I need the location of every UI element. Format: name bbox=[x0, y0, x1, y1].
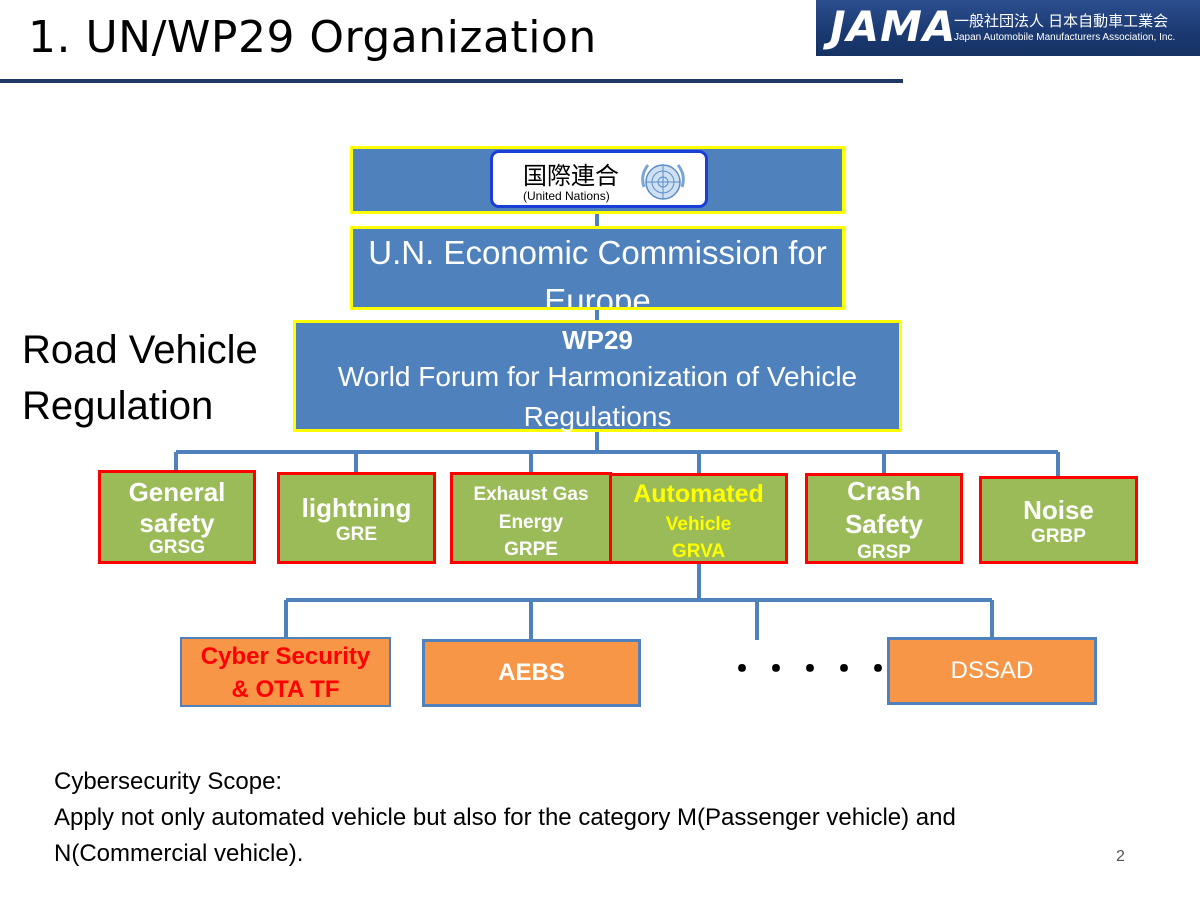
unece-box: U.N. Economic Commission for Europe bbox=[350, 226, 845, 310]
group-grbp: Noise GRBP bbox=[979, 476, 1138, 564]
scope-line-1: Apply not only automated vehicle but als… bbox=[54, 804, 956, 831]
title-underline bbox=[0, 79, 903, 83]
group-grpe-code: GRPE bbox=[504, 539, 558, 560]
group-grpe-label2: Energy bbox=[498, 512, 564, 533]
logo-japanese-name: 一般社団法人 日本自動車工業会 bbox=[954, 13, 1169, 30]
subgroup-cyber-label2: & OTA TF bbox=[231, 676, 340, 703]
un-box: 国際連合 (United Nations) bbox=[350, 146, 845, 214]
group-grsg-label1: General bbox=[128, 477, 226, 507]
more-subgroups-ellipsis: ・・・・・ bbox=[726, 651, 897, 687]
wp29-description: World Forum for Harmonization of Vehicle… bbox=[337, 361, 858, 432]
group-gre-label1: lightning bbox=[301, 493, 412, 523]
subgroup-cyber-label1: Cyber Security bbox=[200, 643, 371, 670]
un-emblem-icon bbox=[641, 164, 685, 200]
group-grsp-label2: Safety bbox=[844, 509, 924, 539]
group-grsp-label1: Crash bbox=[847, 476, 921, 506]
group-grsg-code: GRSG bbox=[149, 537, 205, 558]
scope-heading: Cybersecurity Scope: bbox=[54, 768, 283, 795]
group-gre-code: GRE bbox=[335, 524, 378, 545]
group-grsg-label2: safety bbox=[139, 508, 215, 538]
group-grpe-label1: Exhaust Gas bbox=[473, 484, 589, 505]
logo-mark: JAMA bbox=[830, 2, 957, 51]
subgroup-aebs: AEBS bbox=[422, 639, 641, 707]
page-title: 1. UN/WP29 Organization bbox=[28, 12, 597, 63]
jama-logo: JAMA 一般社団法人 日本自動車工業会 Japan Automobile Ma… bbox=[816, 0, 1200, 56]
group-grbp-label1: Noise bbox=[1023, 495, 1094, 525]
group-grsp: Crash Safety GRSP bbox=[805, 473, 963, 564]
group-grsp-code: GRSP bbox=[857, 542, 911, 563]
group-gre: lightning GRE bbox=[277, 472, 436, 564]
group-grbp-code: GRBP bbox=[1031, 526, 1086, 547]
group-grsg: General safety GRSG bbox=[98, 470, 256, 564]
scope-line-2: N(Commercial vehicle). bbox=[54, 840, 304, 867]
group-grva: Automated Vehicle GRVA bbox=[609, 473, 788, 564]
wp29-title: WP29 bbox=[562, 325, 633, 355]
scope-note: Cybersecurity Scope: Apply not only auto… bbox=[54, 764, 956, 872]
wp29-box: WP29 World Forum for Harmonization of Ve… bbox=[293, 320, 902, 432]
road-vehicle-regulation-label: Road Vehicle Regulation bbox=[22, 328, 258, 428]
subgroup-dssad: DSSAD bbox=[887, 637, 1097, 705]
group-grva-code: GRVA bbox=[671, 541, 726, 562]
subgroup-cyber-security: Cyber Security & OTA TF bbox=[180, 637, 391, 707]
page-number: 2 bbox=[1116, 848, 1125, 865]
group-grva-label1: Automated bbox=[633, 480, 764, 508]
un-japanese-name: 国際連合 bbox=[523, 162, 619, 190]
group-grva-label2: Vehicle bbox=[665, 514, 732, 535]
un-badge: 国際連合 (United Nations) bbox=[490, 150, 708, 208]
logo-english-name: Japan Automobile Manufacturers Associati… bbox=[954, 32, 1176, 43]
un-english-name: (United Nations) bbox=[523, 189, 610, 203]
group-grpe: Exhaust Gas Energy GRPE bbox=[450, 472, 612, 564]
